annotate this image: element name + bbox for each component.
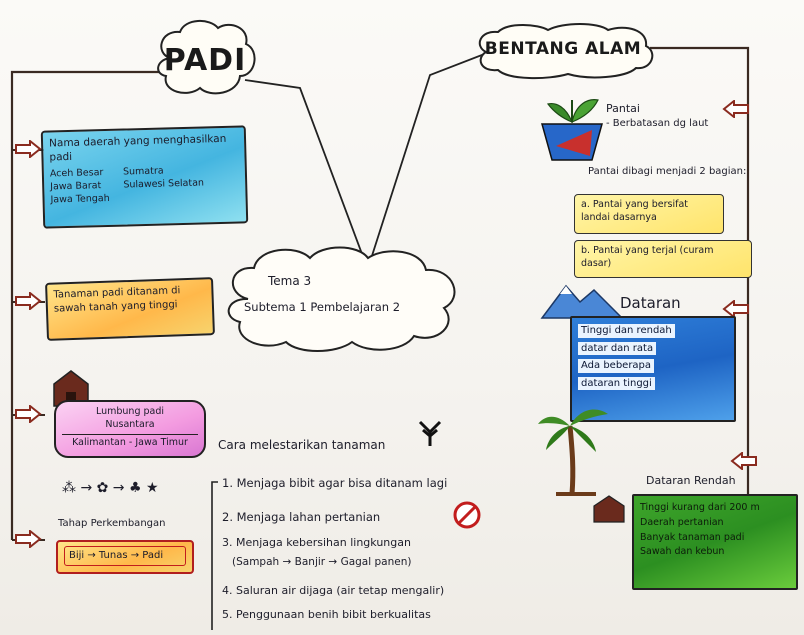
pantai-desc: - Berbatasan dg laut: [606, 118, 709, 129]
nama-daerah-heading: Nama daerah yang menghasilkan padi: [48, 132, 227, 164]
lumbung-line1: Lumbung padi: [95, 406, 165, 417]
center-line2: Subtema 1 Pembelajaran 2: [244, 300, 401, 314]
rendah-line: Banyak tanaman padi: [640, 531, 745, 543]
dataran-line: datar dan rata: [578, 341, 657, 355]
cara-heading: Cara melestarikan tanaman: [218, 438, 386, 452]
rendah-line: Sawah dan kebun: [640, 546, 725, 558]
grain-icon: ⁂ → ✿ → ♣ ★: [62, 480, 159, 496]
pantai-label: Pantai: [606, 102, 640, 115]
ditanam-box: Tanaman padi ditanam di sawah tanah yang…: [45, 277, 215, 341]
ditanam-text: Tanaman padi ditanam di sawah tanah yang…: [53, 285, 181, 315]
plant-pot-icon: [541, 99, 603, 161]
lumbung-line3: Kalimantan - Jawa Timur: [62, 433, 198, 450]
lumbung-line2: Nusantara: [105, 418, 155, 430]
arrow-right-icon: [15, 530, 42, 548]
arrow-left-icon: [730, 452, 757, 470]
pantai-b-box: b. Pantai yang terjal (curam dasar): [574, 240, 752, 278]
house-icon: [593, 495, 625, 523]
dataran-line: dataran tinggi: [578, 376, 655, 390]
tahap-box: Biji → Tunas → Padi: [56, 540, 194, 574]
arrow-right-icon: [15, 405, 42, 423]
pantai-intro: Pantai dibagi menjadi 2 bagian:: [588, 166, 747, 177]
cara-item-4: 4. Saluran air dijaga (air tetap mengali…: [222, 584, 445, 597]
dataran-box: Tinggi dan rendah datar dan rata Ada beb…: [570, 316, 736, 422]
cara-item-1: 1. Menjaga bibit agar bisa ditanam lagi: [222, 476, 448, 490]
tahap-label: Tahap Perkembangan: [58, 518, 166, 529]
pantai-a: a. Pantai yang bersifat landai dasarnya: [581, 199, 688, 223]
list-item: Sulawesi Selatan: [123, 177, 205, 191]
center-cloud: [227, 246, 456, 352]
arrow-right-icon: [15, 140, 42, 158]
rendah-line: Tinggi kurang dari 200 m: [640, 502, 760, 513]
bentang-title-cloud: [478, 23, 654, 80]
house-icon: [53, 370, 89, 407]
mountain-icon: [540, 284, 624, 319]
cara-item-3-sub: (Sampah → Banjir → Gagal panen): [232, 556, 412, 568]
dataran-line: Tinggi dan rendah: [578, 324, 675, 338]
palm-tree-icon: [538, 409, 608, 496]
tahap-text: Biji → Tunas → Padi: [64, 546, 186, 566]
rendah-line: Daerah pertanian: [640, 516, 724, 528]
plant-icon: [418, 420, 442, 446]
pantai-b: b. Pantai yang terjal (curam dasar): [581, 245, 714, 269]
lumbung-box: Lumbung padi Nusantara Kalimantan - Jawa…: [54, 400, 206, 458]
bentang-title: BENTANG ALAM: [484, 39, 642, 59]
arrow-right-icon: [15, 292, 42, 310]
rendah-box: Tinggi kurang dari 200 m Daerah pertania…: [632, 494, 798, 590]
prohibited-icon: [453, 501, 481, 529]
list-item: Jawa Tengah: [50, 192, 110, 206]
arrow-left-icon: [722, 100, 749, 118]
nama-daerah-box: Nama daerah yang menghasilkan padi Aceh …: [40, 125, 249, 229]
cara-item-3: 3. Menjaga kebersihan lingkungan: [222, 536, 411, 549]
dataran-line: Ada beberapa: [578, 359, 655, 373]
padi-title-cloud: [157, 20, 256, 95]
padi-title: PADI: [163, 42, 247, 78]
cara-item-2: 2. Menjaga lahan pertanian: [222, 510, 381, 524]
dataran-label: Dataran: [620, 294, 681, 312]
center-line1: Tema 3: [268, 274, 312, 288]
arrow-left-icon: [722, 300, 749, 318]
cara-item-5: 5. Penggunaan benih bibit berkualitas: [222, 608, 431, 621]
rendah-label: Dataran Rendah: [646, 474, 736, 487]
pantai-a-box: a. Pantai yang bersifat landai dasarnya: [574, 194, 724, 234]
